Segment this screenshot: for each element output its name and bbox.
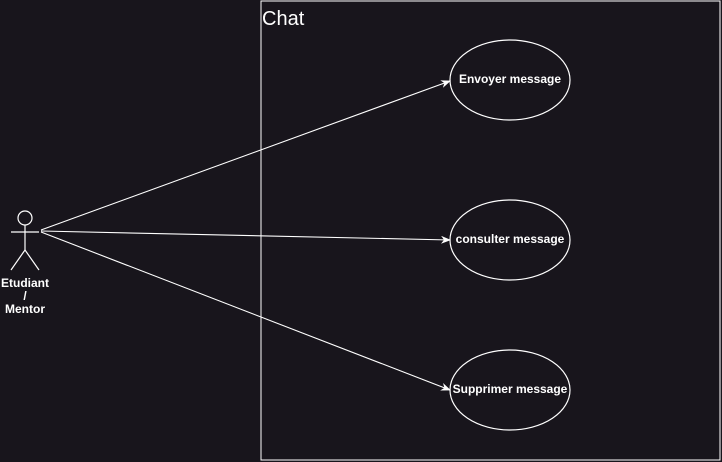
association-consulter-message	[40, 230, 451, 244]
association-envoyer-message	[40, 80, 451, 231]
use-case-label-supprimer-message: Supprimer message	[452, 382, 568, 396]
use-case-supprimer-message	[449, 349, 571, 431]
use-case-envoyer-message	[449, 39, 571, 121]
actor-label: Etudiant / Mentor	[1, 276, 49, 316]
use-case-consulter-message	[449, 199, 571, 281]
system-boundary	[260, 0, 721, 461]
system-title: Chat	[262, 8, 305, 30]
actor-icon	[10, 210, 40, 271]
use-case-label-consulter-message: consulter message	[455, 232, 565, 246]
association-supprimer-message	[40, 231, 451, 391]
use-case-label-envoyer-message: Envoyer message	[458, 72, 562, 86]
